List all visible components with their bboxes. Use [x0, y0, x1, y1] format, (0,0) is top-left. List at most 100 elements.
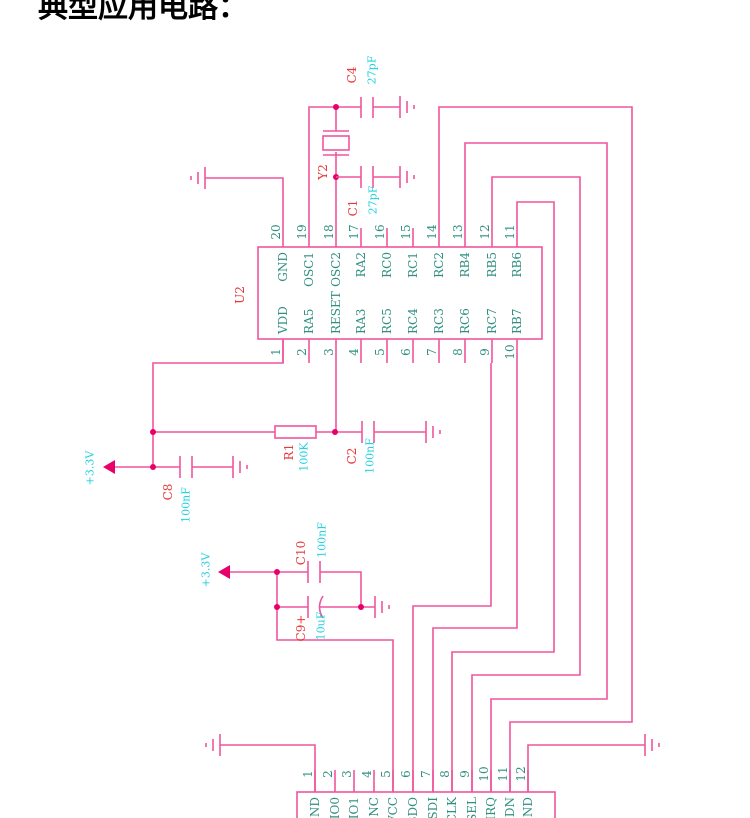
- pin-number: 3: [322, 348, 336, 356]
- pin-label: RA2: [354, 252, 368, 277]
- pin-label: GND: [276, 252, 290, 282]
- c10-ref: C10: [294, 541, 308, 565]
- wire-gnd-module-12: [527, 744, 645, 792]
- pin-number: 3: [340, 770, 354, 778]
- pin-number: 5: [379, 770, 393, 778]
- pin-number: 7: [419, 770, 433, 778]
- pin-label: GND: [521, 797, 535, 818]
- c9-ref: C9+: [294, 615, 308, 642]
- wire-rb5-sel: [471, 176, 581, 792]
- pin-label: SDO: [406, 797, 420, 818]
- pin-number: 5: [373, 348, 387, 356]
- pin-number: 18: [322, 224, 336, 239]
- pin-label: RB6: [510, 252, 524, 278]
- pin-label: RC1: [406, 252, 420, 278]
- power-arrow-icon: [103, 460, 180, 474]
- wire-gnd-module-1: [220, 744, 316, 792]
- wire-rb6-sclk: [451, 201, 555, 792]
- pin-number: 2: [321, 770, 335, 778]
- pin-number: 10: [503, 344, 517, 359]
- pin-label: RC7: [485, 308, 499, 334]
- pin-label: VCC: [386, 797, 400, 818]
- u2-pins: 20GND19OSC118OSC217RA216RC015RC114RC213R…: [269, 224, 524, 363]
- ground-icon: [232, 456, 248, 478]
- wire-rc7-sdo: [412, 363, 492, 792]
- ground-icon: [644, 734, 660, 756]
- pin-label: SDI: [426, 797, 440, 818]
- capacitor-c1: [336, 166, 400, 188]
- ground-icon: [374, 596, 390, 618]
- pin-label: VDD: [276, 306, 290, 335]
- pin-label: RB5: [485, 252, 499, 278]
- c1-value: 27pF: [367, 185, 380, 214]
- power-arrow-icon: [218, 565, 308, 579]
- pin-label: RB7: [510, 309, 524, 335]
- resistor-r1: [274, 425, 317, 439]
- pin-number: 13: [451, 224, 465, 239]
- module-body: [296, 791, 556, 818]
- pin-label: SCLK: [445, 796, 459, 818]
- wire-rb7-sdi: [432, 363, 518, 792]
- pin-label: RC2: [432, 252, 446, 278]
- c9-value: 10uF: [315, 611, 328, 640]
- pin-number: 1: [301, 770, 315, 778]
- c1-ref: C1: [346, 200, 360, 217]
- y2-ref: Y2: [316, 164, 330, 181]
- pin-number: 8: [438, 770, 452, 778]
- junction: [150, 429, 156, 435]
- pin-number: 12: [478, 224, 492, 239]
- capacitor-c9: [307, 595, 375, 619]
- pin-label: NC: [367, 797, 381, 817]
- capacitor-c8: [179, 456, 233, 478]
- u2-body: [257, 246, 543, 340]
- ground-icon: [190, 167, 206, 189]
- pin-number: 10: [477, 766, 491, 781]
- pin-label: GND: [308, 797, 322, 818]
- wire-osc1: [308, 106, 361, 228]
- ground-icon: [399, 96, 415, 118]
- capacitor-c10: [307, 561, 362, 607]
- pin-label: SDN: [503, 797, 517, 818]
- pin-number: 19: [295, 224, 309, 239]
- pin-label: IO0: [328, 797, 342, 818]
- wire-gnd-pin20: [205, 177, 284, 228]
- pin-label: OSC1: [302, 252, 316, 287]
- pin-label: OSC2: [329, 252, 343, 287]
- pin-label: RA5: [302, 309, 316, 334]
- pin-number: 9: [478, 348, 492, 356]
- wire-rb4-irq: [464, 142, 608, 792]
- pin-number: 1: [269, 348, 283, 356]
- wire-vdd: [152, 339, 284, 467]
- wire-reset: [153, 363, 362, 433]
- power-label-1: +3.3V: [84, 450, 97, 486]
- c4-value: 27pF: [366, 55, 379, 84]
- pin-number: 4: [360, 770, 374, 778]
- pin-label: RC5: [380, 308, 394, 334]
- ground-icon: [425, 421, 441, 443]
- pin-label: IO1: [347, 797, 361, 818]
- pin-number: 8: [451, 348, 465, 356]
- pin-label: RA3: [354, 309, 368, 334]
- junction: [274, 604, 280, 610]
- pin-number: 11: [503, 224, 517, 239]
- capacitor-c2: [361, 421, 426, 443]
- power-label-2: +3.3V: [200, 552, 213, 588]
- ground-icon: [399, 166, 415, 188]
- pin-label: RC4: [406, 308, 420, 334]
- pin-number: 12: [514, 766, 528, 781]
- junction: [150, 464, 156, 470]
- r1-ref: R1: [282, 444, 296, 461]
- ground-icon: [205, 734, 221, 756]
- junction: [332, 429, 338, 435]
- pin-number: 16: [373, 224, 387, 239]
- c2-value: 100nF: [364, 438, 377, 474]
- c2-ref: C2: [345, 448, 359, 465]
- c8-ref: C8: [161, 484, 175, 501]
- pin-number: 6: [399, 770, 413, 778]
- pin-label: RC0: [380, 252, 394, 278]
- pin-number: 17: [347, 224, 361, 239]
- pin-label: RC3: [432, 308, 446, 334]
- module-pins: 1GND2IO03IO14NC5VCC6SDO7SDI8SCLK9SEL10IR…: [301, 766, 535, 818]
- crystal-y2: [322, 130, 350, 156]
- junction: [333, 104, 339, 110]
